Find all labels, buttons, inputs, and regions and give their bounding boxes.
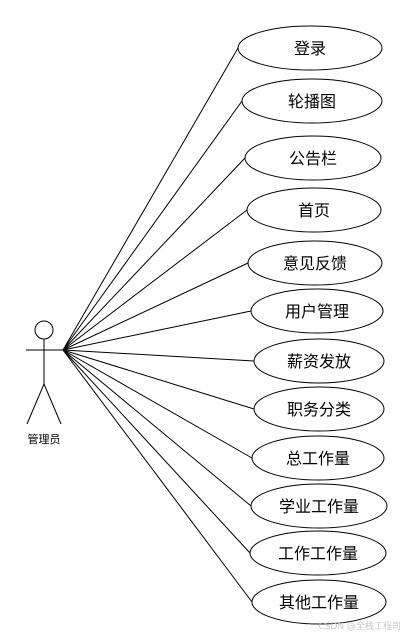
use-case: 意见反馈: [247, 240, 383, 286]
use-case-label: 学业工作量: [279, 497, 359, 516]
use-case-ellipse: [253, 338, 385, 384]
association-line: [62, 100, 243, 351]
use-case-ellipse: [241, 78, 383, 124]
use-case-ellipse: [244, 135, 382, 181]
use-case: 其他工作量: [251, 579, 387, 625]
use-case-label: 意见反馈: [283, 254, 347, 273]
use-case-ellipse: [246, 187, 382, 233]
association-line: [62, 349, 253, 459]
use-case-label: 用户管理: [285, 302, 349, 321]
use-case: 首页: [246, 187, 382, 233]
use-case-label: 薪资发放: [287, 352, 351, 371]
use-case-ellipse: [250, 483, 388, 529]
use-case-label: 职务分类: [287, 400, 351, 419]
association-line: [62, 349, 252, 507]
association-line: [62, 349, 255, 410]
actor-label: 管理员: [28, 432, 61, 446]
use-case-label: 首页: [298, 201, 330, 220]
association-line: [62, 349, 253, 603]
actor-admin: 管理员: [26, 320, 63, 446]
use-case: 用户管理: [250, 288, 384, 334]
use-cases: 登录轮播图公告栏首页意见反馈用户管理薪资发放职务分类总工作量学业工作量工作工作量…: [237, 25, 388, 625]
use-case: 学业工作量: [250, 483, 388, 529]
use-case: 薪资发放: [253, 338, 385, 384]
use-case-ellipse: [237, 25, 383, 71]
actor-right-leg: [43, 383, 62, 425]
use-case-ellipse: [251, 579, 387, 625]
use-case: 工作工作量: [249, 530, 387, 576]
actor-left-leg: [26, 383, 45, 425]
use-case: 轮播图: [241, 78, 383, 124]
actor-head: [34, 320, 54, 340]
use-case-label: 其他工作量: [279, 593, 359, 612]
use-case: 公告栏: [244, 135, 382, 181]
use-case-ellipse: [247, 240, 383, 286]
watermark: CSDN @全栈工程司: [318, 622, 401, 632]
association-line: [62, 209, 248, 351]
use-case: 总工作量: [251, 435, 385, 481]
use-case-ellipse: [249, 530, 387, 576]
use-case-label: 公告栏: [289, 149, 337, 168]
association-line: [62, 47, 239, 351]
use-case-label: 轮播图: [288, 92, 336, 111]
use-case-ellipse: [253, 386, 385, 432]
use-case: 职务分类: [253, 386, 385, 432]
association-line: [62, 349, 251, 554]
association-line: [62, 310, 252, 351]
association-line: [62, 262, 249, 351]
association-line: [62, 157, 246, 351]
use-case-ellipse: [251, 435, 385, 481]
use-case-label: 总工作量: [286, 449, 350, 468]
association-line: [62, 349, 255, 362]
use-case: 登录: [237, 25, 383, 71]
use-case-label: 登录: [294, 39, 326, 58]
use-case-label: 工作工作量: [278, 544, 358, 563]
use-case-ellipse: [250, 288, 384, 334]
association-lines: [62, 47, 255, 603]
